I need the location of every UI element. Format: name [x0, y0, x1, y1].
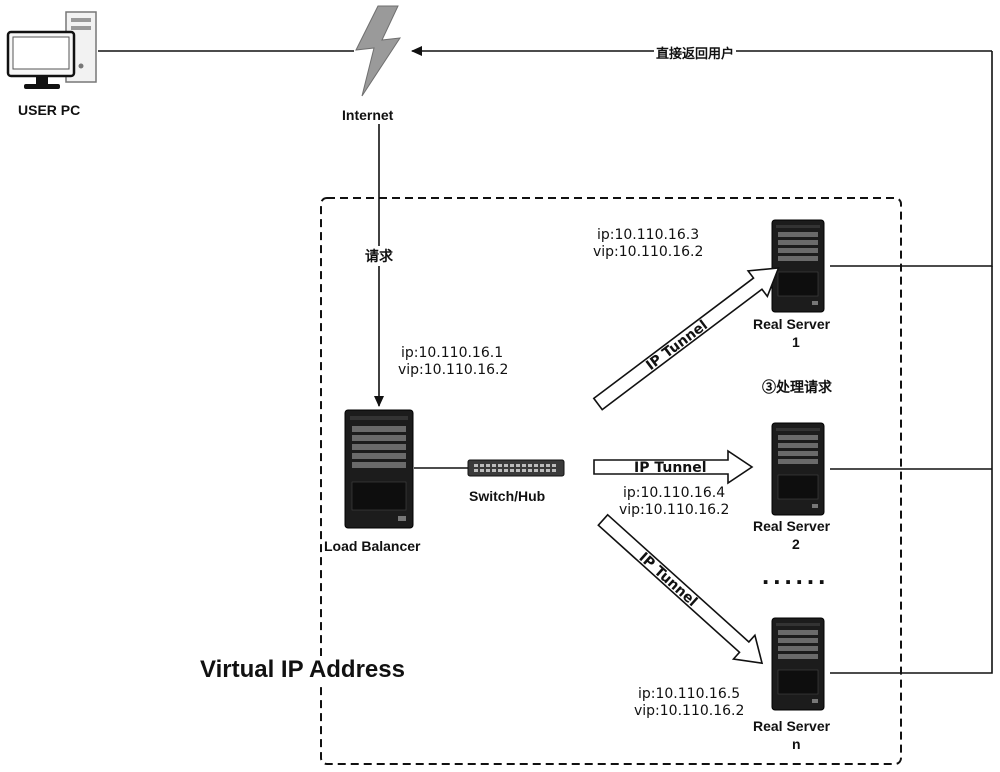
server1-vip: vip:10.110.16.2 [593, 244, 704, 260]
request-label: 请求 [364, 246, 394, 266]
switch-label: Switch/Hub [469, 488, 546, 504]
internet-label: Internet [342, 107, 394, 123]
user-pc-label: USER PC [18, 102, 81, 118]
load-balancer-icon [344, 409, 414, 529]
server1-num: 1 [792, 334, 800, 350]
server2-label: Real Server [753, 518, 831, 534]
virtual-ip-region [320, 197, 902, 765]
lb-ip: ip:10.110.16.1 [401, 345, 504, 361]
return-path [830, 51, 993, 267]
ellipsis: ...... [762, 560, 830, 590]
user-pc-icon [6, 11, 97, 89]
servern-num: n [792, 736, 801, 752]
server2-vip: vip:10.110.16.2 [619, 502, 730, 518]
tunnel-arrow-1: IP Tunnel [592, 267, 780, 411]
virtual-ip-label: Virtual IP Address [198, 656, 407, 684]
server1-ip: ip:10.110.16.3 [597, 227, 700, 243]
servern-ip: ip:10.110.16.5 [638, 686, 741, 702]
lb-vip: vip:10.110.16.2 [398, 362, 509, 378]
tunnel-arrow-2: IP Tunnel [593, 449, 754, 485]
process-label: ③处理请求 [762, 379, 832, 395]
direct-return-label: 直接返回用户 [654, 43, 737, 62]
servern-return-line [830, 266, 993, 674]
server2-num: 2 [792, 536, 800, 552]
real-server-2-icon [771, 422, 825, 516]
server1-label: Real Server [753, 316, 831, 332]
server2-ip: ip:10.110.16.4 [623, 485, 726, 501]
tunnel-label-3: IP Tunnel [636, 550, 701, 610]
tunnel-arrow-3: IP Tunnel [597, 513, 764, 665]
load-balancer-label: Load Balancer [324, 538, 421, 554]
internet-lightning-icon [355, 5, 402, 97]
servern-vip: vip:10.110.16.2 [634, 703, 745, 719]
servern-label: Real Server [753, 718, 831, 734]
real-server-n-icon [771, 617, 825, 711]
tunnel-label-2: IP Tunnel [634, 460, 707, 476]
switch-icon [467, 459, 565, 477]
real-server-1-icon [771, 219, 825, 313]
tunnel-label-1: IP Tunnel [643, 317, 711, 373]
